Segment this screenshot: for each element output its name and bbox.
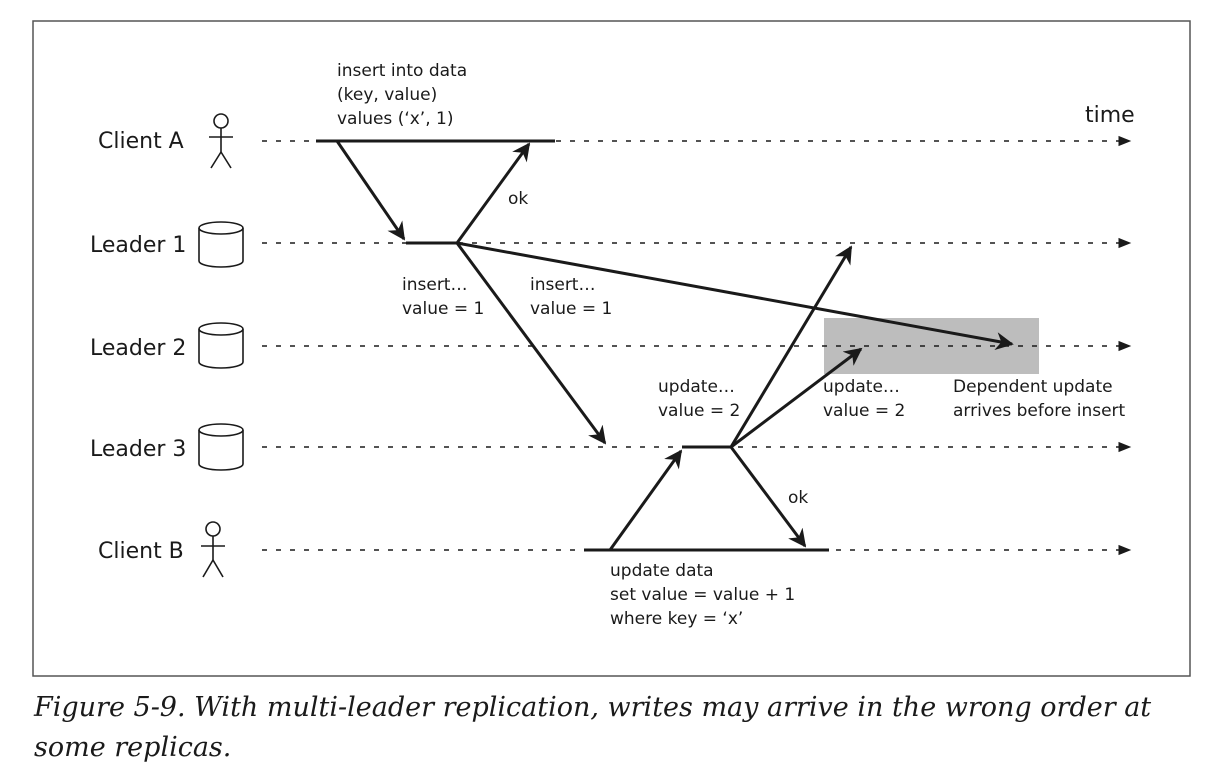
database-icon xyxy=(198,221,244,268)
note-line: insert into data xyxy=(337,61,467,81)
note-line: set value = value + 1 xyxy=(610,585,795,605)
note-line: values (‘x’, 1) xyxy=(337,109,453,129)
note-line: value = 2 xyxy=(823,401,905,421)
note-line: value = 2 xyxy=(658,401,740,421)
insert-to-leader-2-note: insert… value = 1 xyxy=(530,275,612,319)
arrow-client-a-to-leader-1 xyxy=(335,140,406,241)
note-line: insert… xyxy=(402,275,467,295)
note-line: Dependent update xyxy=(953,377,1113,397)
lane-label-leader-2: Leader 2 xyxy=(90,336,186,361)
figure-caption: Figure 5-9. With multi-leader replicatio… xyxy=(34,692,1152,763)
arrow-ok-leader-3-to-client-b xyxy=(729,446,807,548)
ok-bottom-note: ok xyxy=(788,488,808,508)
arrow-update-leader-3-to-leader-2 xyxy=(730,347,863,449)
lane-label-leader-1: Leader 1 xyxy=(90,233,186,258)
database-icon xyxy=(198,423,244,471)
arrow-insert-leader-1-to-leader-3 xyxy=(455,242,607,445)
client-a-query-note: insert into data (key, value) values (‘x… xyxy=(337,61,473,129)
person-icon xyxy=(209,113,233,169)
figure-frame xyxy=(32,20,1191,677)
note-line: value = 1 xyxy=(402,299,484,319)
arrow-insert-leader-1-to-leader-2 xyxy=(456,241,1014,350)
lane-label-client-b: Client B xyxy=(98,539,184,564)
note-line: arrives before insert xyxy=(953,401,1126,421)
note-line: insert… xyxy=(530,275,595,295)
note-line: update… xyxy=(658,377,735,397)
database-icon xyxy=(198,322,244,369)
note-line: value = 1 xyxy=(530,299,612,319)
arrow-update-leader-3-to-leader-1 xyxy=(729,245,853,448)
person-icon xyxy=(201,521,225,578)
note-line: update… xyxy=(823,377,900,397)
time-label: time xyxy=(1085,103,1135,128)
insert-to-leader-3-note: insert… value = 1 xyxy=(402,275,484,319)
client-b-query-note: update data set value = value + 1 where … xyxy=(610,561,801,629)
update-to-leader-1-note: update… value = 2 xyxy=(658,377,740,421)
note-line: where key = ‘x’ xyxy=(610,609,743,629)
arrow-client-b-to-leader-3 xyxy=(608,449,683,551)
note-line: (key, value) xyxy=(337,85,437,105)
arrow-ok-leader-1-to-client-a xyxy=(455,142,531,244)
lane-label-client-a: Client A xyxy=(98,129,184,154)
note-line: update data xyxy=(610,561,714,581)
update-to-leader-2-note: update… value = 2 xyxy=(823,377,905,421)
lane-label-leader-3: Leader 3 xyxy=(90,437,186,462)
ok-top-note: ok xyxy=(508,189,528,209)
dependent-update-note: Dependent update arrives before insert xyxy=(953,377,1126,421)
